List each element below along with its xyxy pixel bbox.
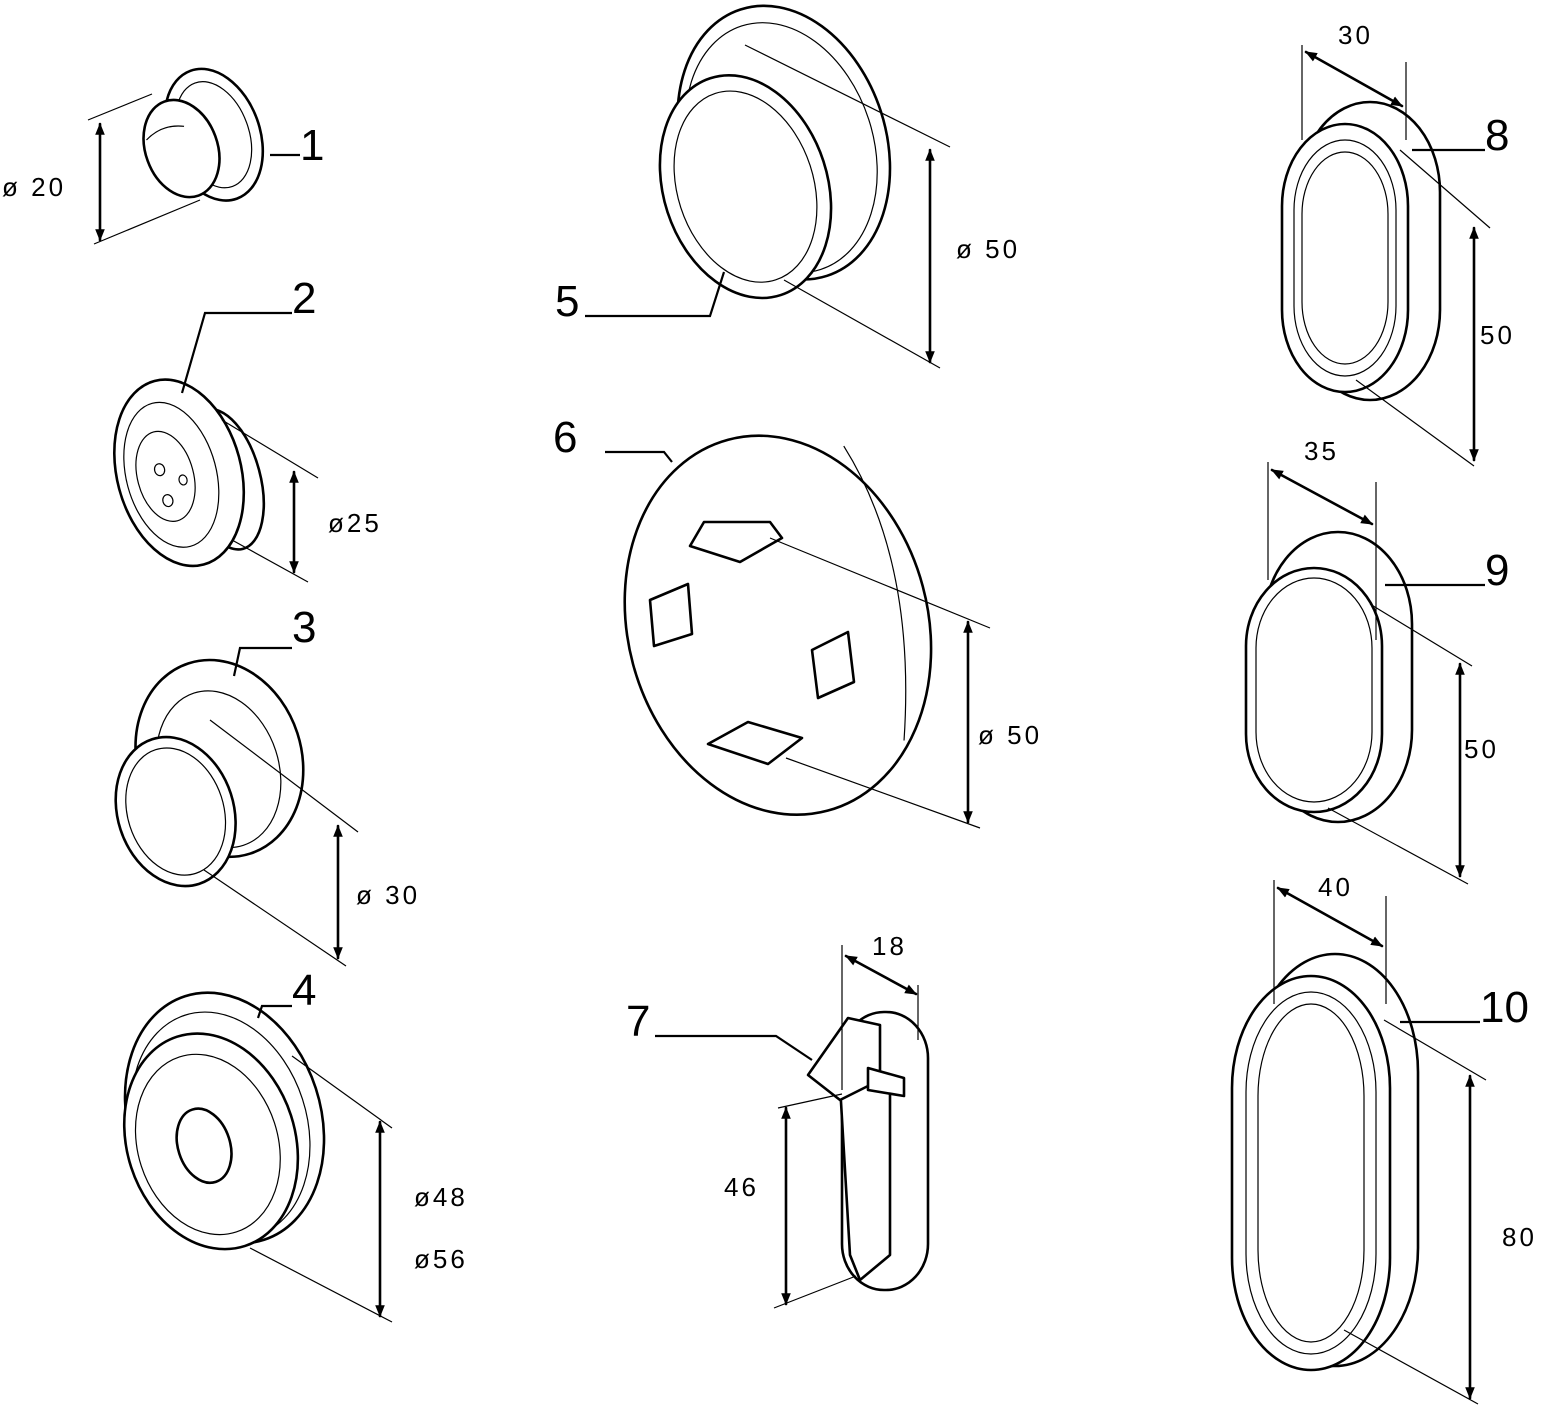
part-9-oval-cap: 9 35 50 — [1244, 436, 1509, 885]
part-8-height-label: 50 — [1480, 320, 1515, 350]
part-9-height-label: 50 — [1464, 734, 1499, 764]
part-3-diameter-label: ø 30 — [356, 880, 420, 910]
part-9-number: 9 — [1485, 546, 1509, 595]
part-1-diameter-label: ø 20 — [2, 172, 66, 202]
part-1-grommet: 1 ø 20 — [2, 67, 324, 245]
part-6-diameter-label: ø 50 — [978, 720, 1042, 750]
part-3-number: 3 — [292, 603, 316, 652]
part-4-inner-diameter-label: ø48 — [414, 1182, 468, 1212]
part-2-grommet: 2 ø25 — [113, 274, 382, 583]
part-2-diameter-label: ø25 — [328, 508, 382, 538]
part-8-number: 8 — [1485, 111, 1509, 160]
part-4-outer-diameter-label: ø56 — [414, 1244, 468, 1274]
part-10-height-label: 80 — [1502, 1222, 1537, 1252]
part-2-number: 2 — [292, 274, 316, 323]
part-10-oval-grommet: 10 40 80 — [1230, 872, 1537, 1405]
part-4-grommet: 4 ø48 ø56 — [122, 966, 468, 1323]
part-10-number: 10 — [1480, 983, 1529, 1032]
part-10-width-label: 40 — [1318, 872, 1353, 902]
part-8-oval-grommet: 8 30 50 — [1280, 20, 1515, 467]
part-8-width-label: 30 — [1338, 20, 1373, 50]
part-6-number: 6 — [553, 413, 577, 462]
part-6-cap: 6 ø 50 — [553, 413, 1042, 829]
part-5-diameter-label: ø 50 — [956, 234, 1020, 264]
part-7-clip: 7 18 46 — [626, 931, 930, 1309]
part-7-number: 7 — [626, 997, 650, 1046]
part-7-height-label: 46 — [724, 1172, 759, 1202]
part-4-number: 4 — [292, 966, 316, 1015]
part-7-width-label: 18 — [872, 931, 907, 961]
part-5-number: 5 — [555, 277, 579, 326]
part-5-grommet: 5 ø 50 — [555, 4, 1020, 369]
part-1-number: 1 — [300, 121, 324, 170]
part-9-width-label: 35 — [1304, 436, 1339, 466]
part-3-grommet: 3 ø 30 — [114, 603, 420, 967]
